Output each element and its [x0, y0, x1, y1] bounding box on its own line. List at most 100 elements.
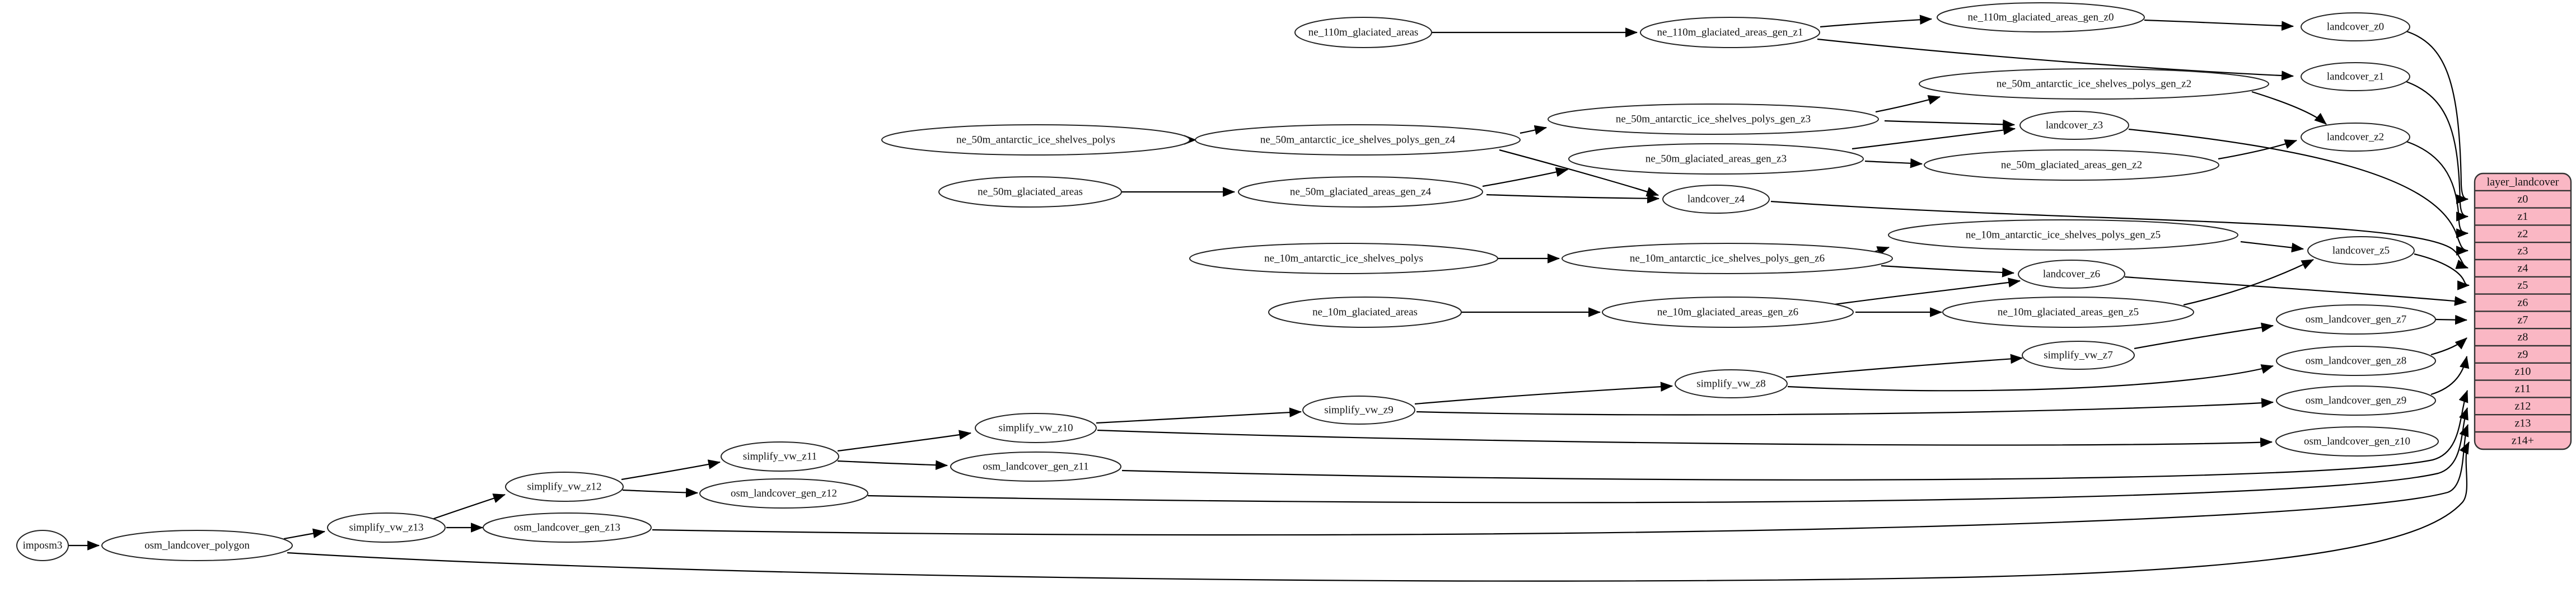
- node-ne_110m_glaciated_areas_gen_z0: ne_110m_glaciated_areas_gen_z0: [1937, 2, 2145, 32]
- edge-osm_gen_z11-to-row_z11: [1121, 389, 2469, 481]
- node-shape: [950, 452, 1121, 482]
- node-shape: [1675, 369, 1788, 398]
- node-label: imposm3: [23, 540, 63, 552]
- table-row-z7: z7: [2518, 314, 2528, 326]
- node-label: ne_10m_antarctic_ice_shelves_polys: [1264, 253, 1423, 265]
- node-shape: [1942, 297, 2194, 328]
- table-row-z13: z13: [2515, 417, 2531, 430]
- table-row-z14plus: z14+: [2512, 434, 2534, 446]
- node-label: simplify_vw_z9: [1324, 405, 1394, 416]
- node-label: osm_landcover_gen_z13: [514, 522, 620, 534]
- node-label: landcover_z2: [2327, 131, 2384, 143]
- node-shape: [699, 478, 868, 509]
- node-ne_50m_antarctic_ice_shelves_polys: ne_50m_antarctic_ice_shelves_polys: [881, 124, 1190, 156]
- node-simplify_vw_z12: simplify_vw_z12: [505, 472, 624, 502]
- node-landcover_z6: landcover_z6: [2018, 260, 2125, 289]
- edge-shelves50_gen_z3-to-gen_z2: [1875, 95, 1941, 113]
- node-label: ne_50m_glaciated_areas_gen_z3: [1645, 153, 1787, 165]
- edge-simplify_z10-to-simplify_z9: [1096, 407, 1302, 424]
- table-row-z5: z5: [2518, 279, 2528, 291]
- node-label: landcover_z5: [2332, 245, 2390, 257]
- node-osm_landcover_gen_z8: osm_landcover_gen_z8: [2276, 346, 2436, 376]
- node-shape: [1195, 124, 1521, 156]
- node-label: simplify_vw_z10: [999, 422, 1073, 434]
- node-ne_50m_antarctic_ice_shelves_polys_gen_z3: ne_50m_antarctic_ice_shelves_polys_gen_z…: [1548, 104, 1879, 135]
- node-label: ne_110m_glaciated_areas_gen_z1: [1657, 27, 1803, 39]
- table-row-z0: z0: [2518, 193, 2528, 205]
- node-label: osm_landcover_gen_z11: [983, 461, 1088, 473]
- node-landcover_z4: landcover_z4: [1662, 185, 1770, 214]
- node-shape: [881, 124, 1190, 156]
- node-label: simplify_vw_z13: [349, 522, 424, 534]
- edge-osm_gen_z13-to-row_z13: [652, 424, 2469, 536]
- node-shape: [1662, 185, 1770, 214]
- node-shape: [2301, 12, 2410, 41]
- node-simplify_vw_z13: simplify_vw_z13: [327, 512, 446, 543]
- edge-glaciated50_gen_z2-to-landcover_z2: [2218, 139, 2298, 160]
- node-ne_50m_antarctic_ice_shelves_polys_gen_z4: ne_50m_antarctic_ice_shelves_polys_gen_z…: [1195, 124, 1521, 156]
- node-shape: [505, 472, 624, 502]
- node-label: simplify_vw_z12: [527, 481, 602, 493]
- edge-simplify_z11-to-simplify_z10: [837, 430, 972, 452]
- edge-landcover_z6-to-row_z6: [2124, 276, 2467, 306]
- node-ne_10m_glaciated_areas: ne_10m_glaciated_areas: [1268, 297, 1462, 328]
- layer-landcover-table: layer_landcover z0 z1 z2 z3 z4 z5 z6 z7 …: [2474, 172, 2572, 450]
- node-shape: [2019, 111, 2129, 140]
- edge-gen_z0-to-landcover_z0: [2144, 19, 2294, 31]
- node-shape: [1924, 149, 2219, 181]
- node-label: osm_landcover_gen_z9: [2306, 395, 2406, 407]
- edge-simplify_z12-to-simplify_z11: [621, 459, 721, 481]
- edge-shelves10_gen_z5-to-landcover_z5: [2240, 241, 2304, 253]
- edge-osm_landcover_polygon-to-simplify_z13: [283, 528, 326, 540]
- edge-gen_z1-to-landcover_z1: [1817, 38, 2294, 81]
- node-simplify_vw_z10: simplify_vw_z10: [975, 413, 1097, 443]
- node-shape: [1294, 17, 1432, 48]
- node-landcover_z0: landcover_z0: [2301, 12, 2410, 41]
- node-label: ne_50m_antarctic_ice_shelves_polys_gen_z…: [1997, 78, 2191, 90]
- node-ne_10m_antarctic_ice_shelves_polys_gen_z5: ne_10m_antarctic_ice_shelves_polys_gen_z…: [1888, 219, 2238, 251]
- edge-simplify_z11-to-osm_gen_z11: [837, 460, 948, 471]
- node-shape: [327, 512, 446, 543]
- edge-landcover_z5-to-row_z5: [2414, 253, 2470, 290]
- edge-gen_z1-to-gen_z0: [1820, 15, 1933, 28]
- node-label: ne_10m_antarctic_ice_shelves_polys_gen_z…: [1966, 229, 2161, 241]
- node-shape: [1189, 243, 1498, 274]
- node-landcover_z3: landcover_z3: [2019, 111, 2129, 140]
- node-ne_10m_glaciated_areas_gen_z5: ne_10m_glaciated_areas_gen_z5: [1942, 297, 2194, 328]
- node-shape: [1888, 219, 2238, 251]
- edge-simplify_z9-to-simplify_z8: [1414, 382, 1673, 405]
- edge-landcover_z3-to-row_z3: [2128, 128, 2469, 256]
- edge-glaciated50_gen_z3-to-gen_z2: [1864, 158, 1923, 168]
- node-label: ne_50m_antarctic_ice_shelves_polys_gen_z…: [1616, 114, 1811, 125]
- node-shape: [1568, 143, 1864, 175]
- node-ne_10m_glaciated_areas_gen_z6: ne_10m_glaciated_areas_gen_z6: [1602, 297, 1854, 328]
- edge-shelves50_gen_z4-to-gen_z3: [1520, 125, 1548, 135]
- table-title: layer_landcover: [2487, 176, 2559, 188]
- node-ne_110m_glaciated_areas: ne_110m_glaciated_areas: [1294, 17, 1432, 48]
- node-shape: [1562, 243, 1893, 274]
- edge-shelves50_gen_z3-to-landcover_z3: [1884, 119, 2016, 130]
- edge-simplify_z9-to-osm_gen_z9: [1416, 398, 2274, 416]
- node-simplify_vw_z11: simplify_vw_z11: [721, 441, 839, 472]
- node-label: ne_110m_glaciated_areas_gen_z0: [1968, 12, 2114, 23]
- node-ne_10m_antarctic_ice_shelves_polys_gen_z6: ne_10m_antarctic_ice_shelves_polys_gen_z…: [1562, 243, 1893, 274]
- node-label: osm_landcover_gen_z10: [2304, 436, 2410, 448]
- node-label: landcover_z3: [2046, 120, 2103, 131]
- node-osm_landcover_gen_z13: osm_landcover_gen_z13: [483, 512, 652, 543]
- node-shape: [1268, 297, 1462, 328]
- node-osm_landcover_gen_z7: osm_landcover_gen_z7: [2276, 304, 2436, 335]
- node-simplify_vw_z8: simplify_vw_z8: [1675, 369, 1788, 398]
- table-row-z1: z1: [2518, 210, 2528, 223]
- table-row-z10: z10: [2515, 365, 2531, 378]
- edge-osm_gen_z7-to-row_z7: [2435, 314, 2468, 325]
- node-shape: [2307, 236, 2415, 265]
- node-shape: [2022, 341, 2135, 370]
- edge-landcover_z4-to-row_z4: [1770, 200, 2469, 269]
- table-row-z11: z11: [2515, 383, 2531, 395]
- node-label: osm_landcover_gen_z7: [2306, 314, 2406, 326]
- edge-glaciated50_gen_z3-to-landcover_z3: [1852, 125, 2016, 150]
- node-simplify_vw_z9: simplify_vw_z9: [1302, 396, 1415, 425]
- node-ne_50m_glaciated_areas_gen_z4: ne_50m_glaciated_areas_gen_z4: [1238, 176, 1483, 208]
